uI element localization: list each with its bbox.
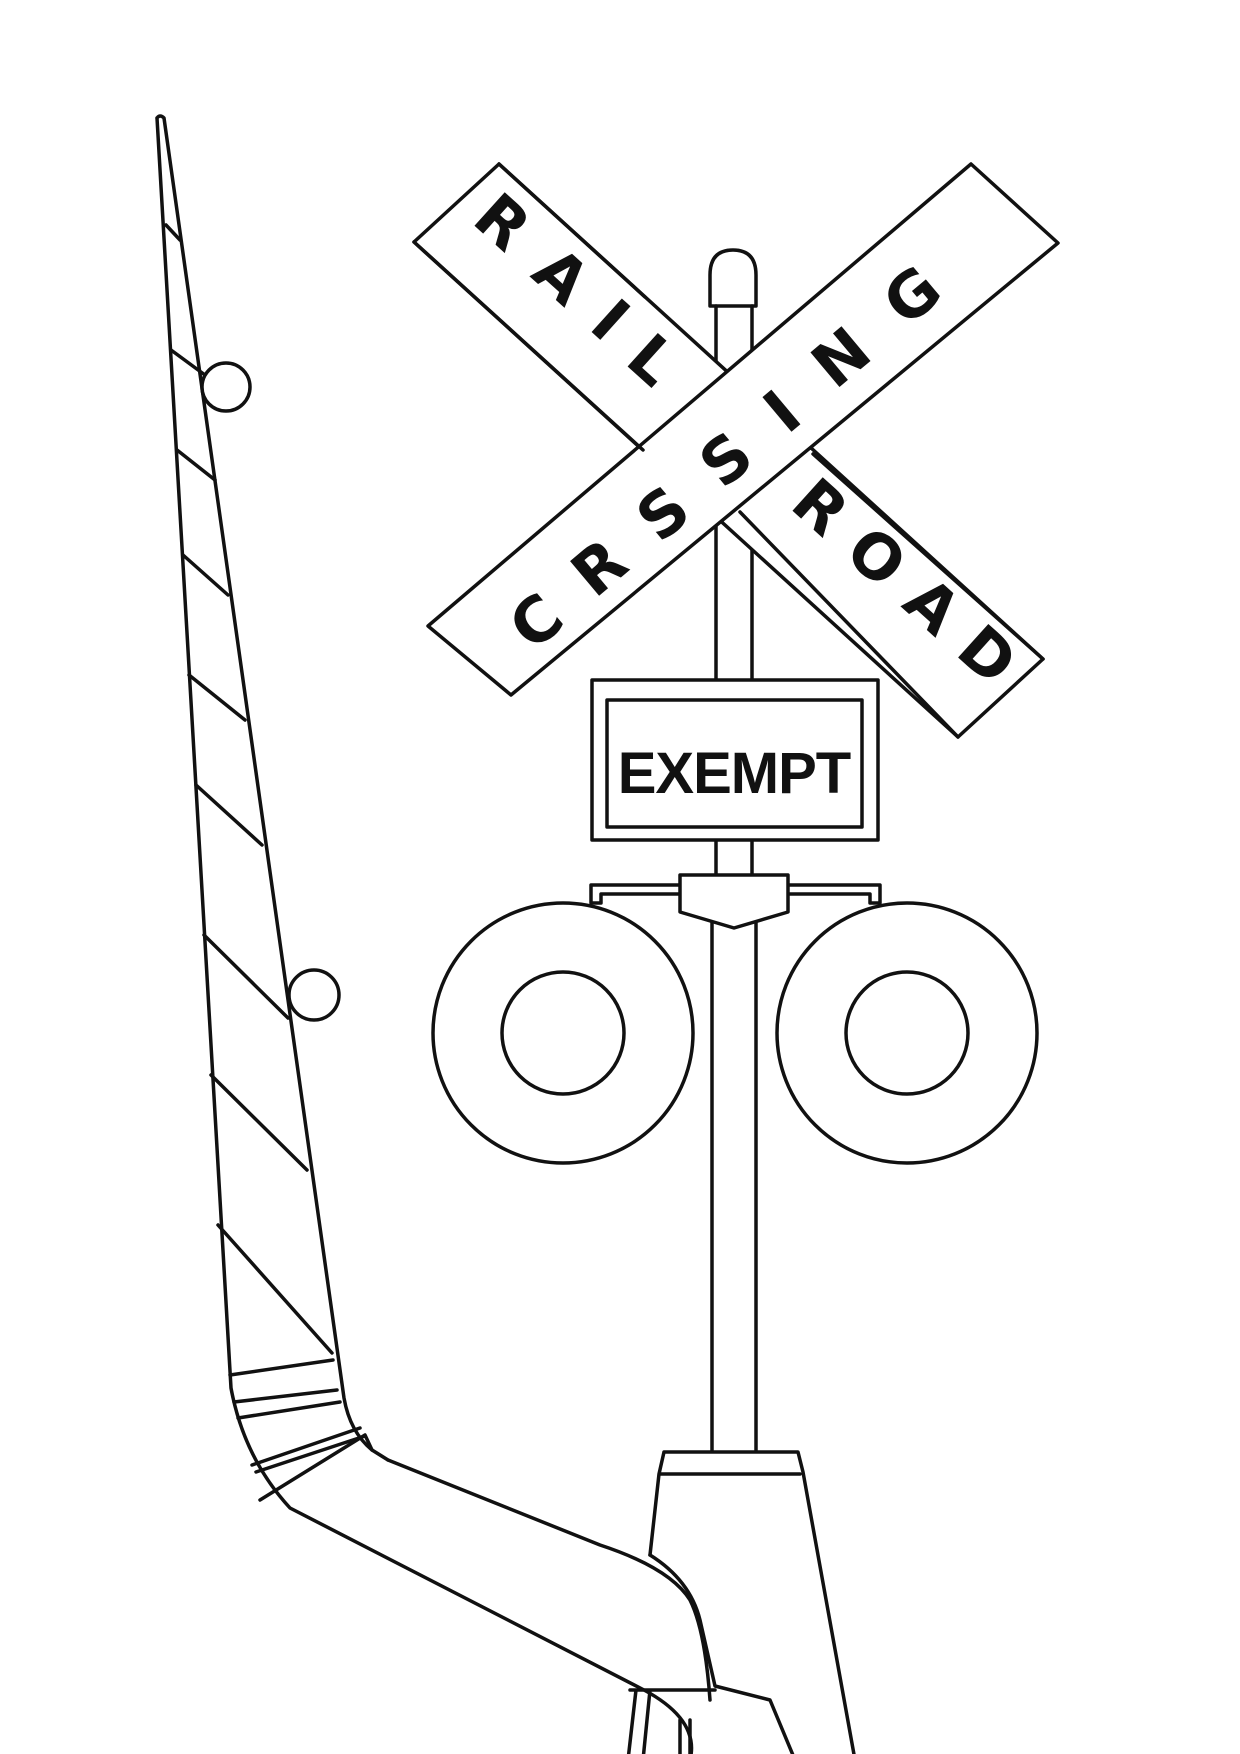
right-light-lens <box>844 970 970 1096</box>
left-light-lens <box>500 970 626 1096</box>
gate-arm-stripes <box>164 223 367 1474</box>
exempt-plate-outer <box>590 678 880 842</box>
light-bracket-hub <box>678 873 790 930</box>
gate-lamp-lower <box>287 968 341 1022</box>
exempt-plate-text: EXEMPT <box>618 741 851 806</box>
right-light-housing <box>775 901 1039 1165</box>
base-foot <box>626 1553 795 1754</box>
base-cabinet <box>648 1450 856 1754</box>
mast-beacon <box>708 248 758 308</box>
crossbuck-arm-crssing <box>426 162 1060 697</box>
mast-base <box>626 1450 856 1754</box>
gate-arm-bend <box>258 1433 712 1702</box>
left-light-housing <box>431 901 695 1165</box>
exempt-plate-inner <box>605 698 864 829</box>
crossbuck-sign: R A I L R O A D C R S S I N G <box>412 162 1060 739</box>
gate-arm <box>155 114 712 1754</box>
gate-lamp-upper <box>200 361 252 413</box>
exempt-plate: EXEMPT <box>590 678 880 842</box>
flashing-lights <box>431 873 1039 1165</box>
